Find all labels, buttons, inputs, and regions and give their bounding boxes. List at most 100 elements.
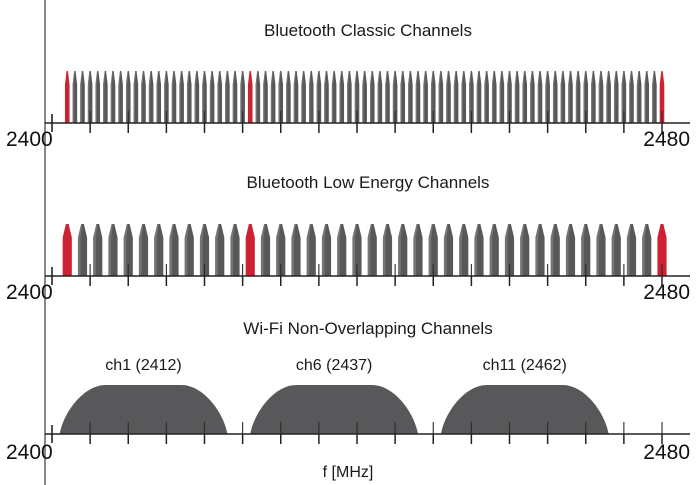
channel-spike	[321, 224, 332, 276]
channel-spike	[293, 71, 299, 123]
channel-spike	[324, 71, 329, 123]
channel-spike	[522, 71, 528, 123]
wifi-lobe-label: ch11 (2462)	[483, 357, 567, 374]
channel-spike	[347, 71, 352, 123]
channel-spike	[255, 71, 261, 123]
channel-spike	[621, 71, 627, 123]
channel-spike	[369, 71, 375, 123]
channel-spike	[276, 224, 286, 276]
channel-spike	[552, 71, 558, 123]
channel-spike	[474, 224, 484, 276]
channel-spike	[652, 71, 657, 123]
channel-spike	[217, 71, 223, 123]
frequency-axis	[45, 264, 690, 286]
channel-spike	[428, 224, 438, 276]
panel-title: Bluetooth Classic Channels	[264, 21, 472, 40]
channel-spike	[550, 224, 560, 276]
wifi-lobe-labels: ch1 (2412) ch6 (2437) ch11 (2462)	[105, 357, 567, 374]
channel-spike	[461, 71, 467, 123]
channel-spike	[459, 224, 469, 276]
channel-spike	[583, 71, 589, 123]
channel-spike	[560, 71, 566, 123]
channel-spike	[408, 71, 413, 123]
channel-spike	[133, 71, 139, 123]
axis-label-left: 2400	[6, 128, 53, 151]
channel-spike	[202, 71, 207, 123]
channel-spike	[108, 224, 118, 276]
channel-spike	[537, 71, 543, 123]
channel-spike-highlight	[657, 224, 667, 276]
channel-spike	[148, 71, 154, 123]
wifi-channel-lobe	[59, 385, 228, 434]
axis-label-right: 2480	[643, 128, 690, 151]
channel-spike	[123, 224, 133, 276]
channel-spike	[446, 71, 451, 123]
channel-spike	[184, 224, 194, 276]
channel-spike	[339, 71, 345, 123]
channel-spike	[367, 224, 377, 276]
channel-spike	[443, 224, 454, 276]
channel-spike	[504, 224, 515, 276]
channel-spike	[316, 71, 322, 123]
channel-spike	[489, 224, 499, 276]
channel-spike	[103, 71, 108, 123]
axis-label-right: 2480	[643, 281, 690, 304]
axis-label-left: 2400	[6, 441, 53, 464]
channel-spike	[77, 224, 88, 276]
channel-spike	[169, 224, 179, 276]
channel-spike	[93, 224, 103, 276]
channel-spike	[430, 71, 436, 123]
channel-spike	[225, 71, 230, 123]
channel-spike	[164, 71, 169, 123]
channel-spike	[138, 224, 149, 276]
channel-spike	[491, 71, 497, 123]
channel-spikes	[64, 71, 665, 123]
channel-spike	[507, 71, 512, 123]
wifi-lobe-label: ch6 (2437)	[296, 357, 373, 374]
channel-spike	[423, 71, 428, 123]
channel-spike	[337, 224, 347, 276]
channel-spike	[306, 224, 316, 276]
channel-spike	[215, 224, 225, 276]
channel-spike	[514, 71, 520, 123]
channel-spike	[438, 71, 444, 123]
channel-spike	[230, 224, 240, 276]
channel-spike	[171, 71, 177, 123]
channel-spike	[352, 224, 362, 276]
channel-spike	[642, 224, 652, 276]
channel-spike	[530, 71, 535, 123]
panel-bluetooth-low-energy: Bluetooth Low Energy Channels 2400 2480	[6, 173, 690, 304]
channel-spike	[232, 71, 238, 123]
channel-spike	[453, 71, 459, 123]
channel-spike	[535, 224, 545, 276]
channel-spike	[565, 224, 576, 276]
channel-spike	[156, 71, 162, 123]
channel-spike	[499, 71, 505, 123]
channel-spike	[598, 71, 604, 123]
channel-spike	[596, 224, 606, 276]
wifi-lobe-label: ch1 (2412)	[105, 357, 182, 374]
channel-spike	[545, 71, 550, 123]
channel-spike-highlight	[245, 224, 255, 276]
channel-spike	[611, 224, 621, 276]
channel-spike-highlight	[247, 71, 253, 123]
channel-spike	[591, 71, 596, 123]
channel-spike	[141, 71, 146, 123]
channel-spike	[636, 71, 642, 123]
channel-spike	[626, 224, 637, 276]
channel-spike-highlight	[64, 71, 70, 123]
channel-spike	[125, 71, 131, 123]
channel-spike	[308, 71, 314, 123]
frequency-axis	[45, 111, 690, 133]
channel-spike	[415, 71, 421, 123]
channel-spike	[301, 71, 306, 123]
channel-spike	[613, 71, 619, 123]
channel-spike	[606, 71, 611, 123]
panel-wifi: Wi-Fi Non-Overlapping Channels ch1 (2412…	[6, 319, 690, 481]
channel-spike	[199, 224, 210, 276]
axis-label-left: 2400	[6, 281, 53, 304]
panel-title: Bluetooth Low Energy Channels	[247, 173, 490, 192]
axis-label-right: 2480	[643, 441, 690, 464]
x-axis-title: f [MHz]	[323, 464, 374, 481]
